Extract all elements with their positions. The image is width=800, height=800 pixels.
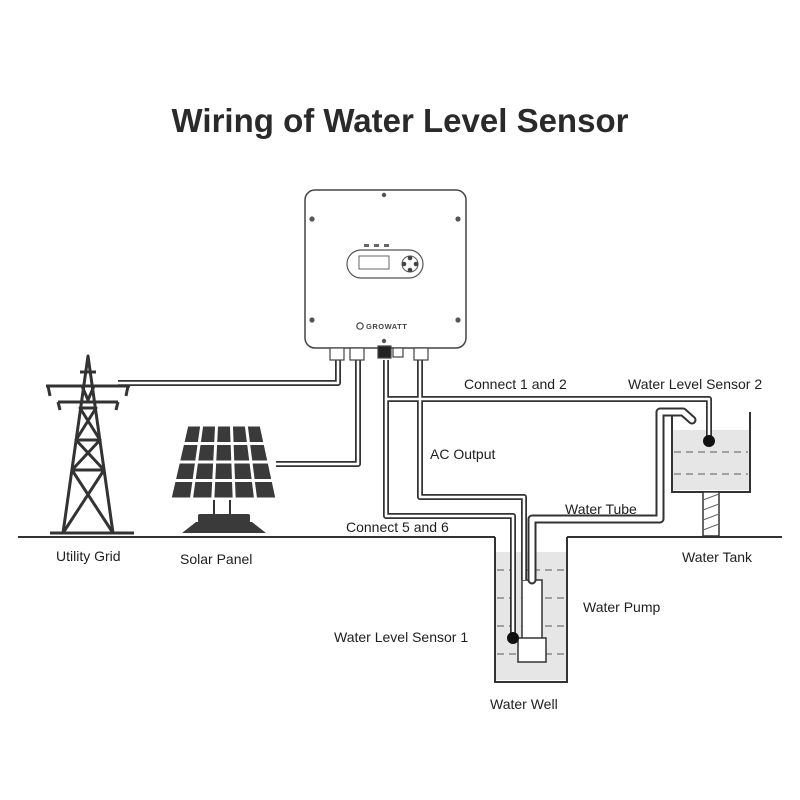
- solar-cell: [215, 463, 232, 479]
- label-connect-5-6: Connect 5 and 6: [346, 519, 449, 535]
- water-tube: [527, 407, 697, 585]
- label-connect-1-2: Connect 1 and 2: [464, 376, 567, 392]
- solar-cell: [180, 445, 198, 461]
- label-water-tank: Water Tank: [682, 549, 753, 565]
- inverter-connectors: [329, 345, 429, 361]
- solar-cell: [232, 426, 247, 442]
- solar-cell: [195, 463, 214, 479]
- solar-cell: [176, 463, 195, 479]
- inverter-display-panel: [346, 244, 424, 279]
- solar-cell: [171, 482, 193, 498]
- label-water-level-sensor-2: Water Level Sensor 2: [628, 376, 763, 392]
- solar-cell: [184, 426, 201, 442]
- label-water-pump: Water Pump: [583, 599, 661, 615]
- solar-cell: [254, 482, 276, 498]
- solar-cell: [217, 426, 231, 442]
- solar-panel: [171, 426, 276, 533]
- solar-cell: [193, 482, 213, 498]
- solar-cell: [200, 426, 216, 442]
- solar-cell: [247, 426, 264, 442]
- ac-output-wire: [417, 360, 527, 580]
- sensor-1-wire: [383, 399, 516, 637]
- label-water-tube: Water Tube: [565, 501, 637, 517]
- label-water-well: Water Well: [490, 696, 558, 712]
- solar-cells: [171, 426, 276, 498]
- inverter: GROWATT: [304, 189, 467, 361]
- inverter-brand: GROWATT: [366, 322, 407, 331]
- inverter-brand-logo: GROWATT: [356, 322, 407, 331]
- wires: [118, 360, 712, 637]
- tank-stand: [702, 491, 720, 537]
- label-solar-panel: Solar Panel: [180, 551, 253, 567]
- diagram-title: Wiring of Water Level Sensor: [171, 102, 629, 139]
- solar-cell: [214, 482, 233, 498]
- water-pump: [517, 579, 547, 663]
- solar-cell: [252, 463, 272, 479]
- solar-cell: [233, 445, 250, 461]
- solar-cell: [198, 445, 215, 461]
- solar-cell: [250, 445, 268, 461]
- solar-cell: [216, 445, 232, 461]
- water-level-sensor-1-node: [507, 632, 519, 644]
- solar-cell: [234, 463, 252, 479]
- solar-cell: [235, 482, 254, 498]
- label-ac-output: AC Output: [430, 446, 496, 462]
- utility-grid-pylon: [46, 354, 134, 535]
- solar-wire: [276, 360, 361, 467]
- grid-wire: [118, 360, 341, 386]
- label-utility-grid: Utility Grid: [56, 548, 121, 564]
- label-water-level-sensor-1: Water Level Sensor 1: [334, 629, 469, 645]
- water-level-sensor-2-node: [703, 435, 715, 447]
